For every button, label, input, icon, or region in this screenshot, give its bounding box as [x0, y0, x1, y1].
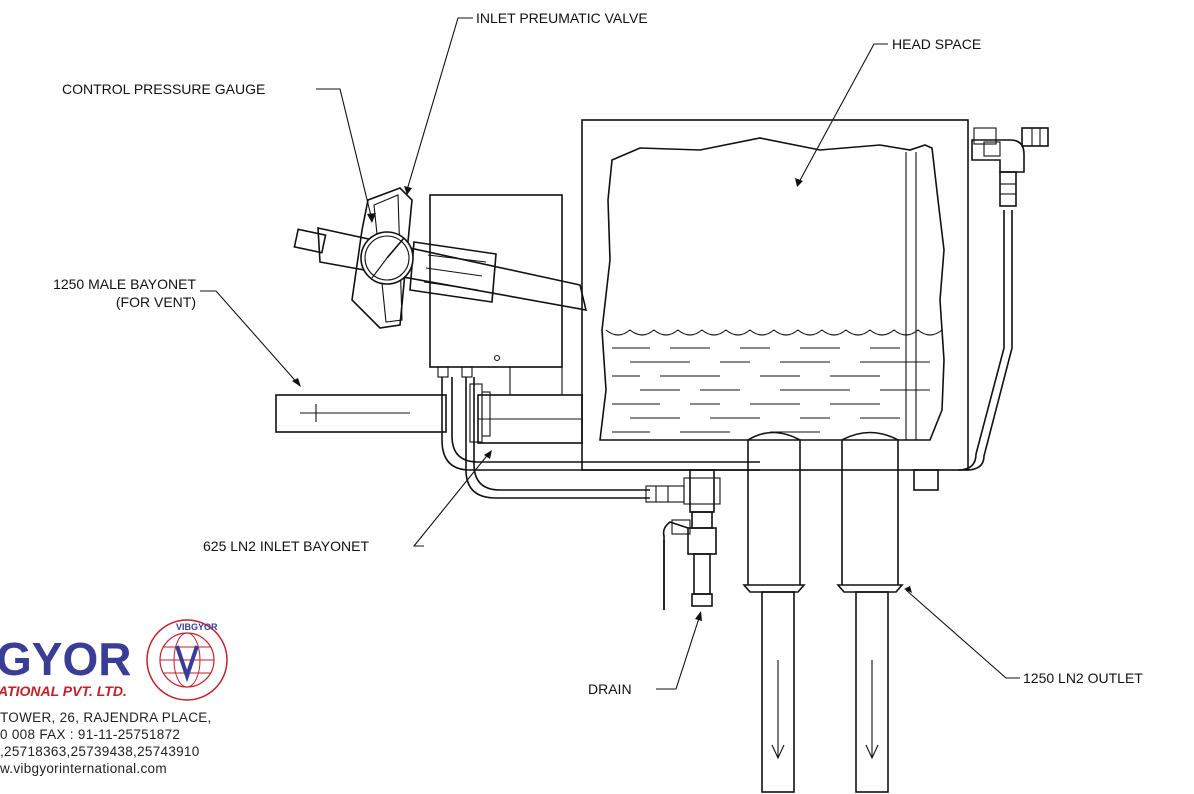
vent-bayonet — [275, 383, 583, 444]
inlet-piping — [441, 377, 760, 503]
vent-line — [913, 127, 1049, 491]
leader-lines — [200, 17, 1020, 690]
address-line-3: ,25718363,25739438,25743910 — [0, 744, 200, 759]
drain-valve — [662, 469, 721, 610]
logo-subtitle: ATIONAL PVT. LTD. — [0, 683, 127, 699]
logo-wordmark: GYOR — [0, 633, 131, 685]
control-box — [429, 194, 563, 396]
svg-text:VIBGYOR: VIBGYOR — [176, 622, 218, 632]
label-drain: DRAIN — [588, 681, 632, 697]
tank — [581, 119, 969, 471]
address-line-1: TOWER, 26, RAJENDRA PLACE, — [0, 710, 212, 725]
address-line-2: 0 008 FAX : 91-11-25751872 — [0, 727, 180, 742]
globe-seal-icon: VIBGYOR — [146, 619, 228, 701]
outlet-legs — [742, 431, 904, 793]
company-logo: GYOR ATIONAL PVT. LTD. VIBGYOR TOWER, 26… — [0, 619, 228, 776]
label-outlet: 1250 LN2 OUTLET — [1023, 670, 1143, 686]
website-line: w.vibgyorinternational.com — [0, 761, 167, 776]
label-inlet-bayonet: 625 LN2 INLET BAYONET — [203, 538, 369, 554]
pneumatic-valve — [293, 187, 588, 329]
label-male-bayonet-note: (FOR VENT) — [116, 294, 196, 310]
label-head-space: HEAD SPACE — [892, 36, 981, 52]
label-control-gauge: CONTROL PRESSURE GAUGE — [62, 81, 265, 97]
label-inlet-valve: INLET PREUMATIC VALVE — [476, 10, 648, 26]
label-male-bayonet: 1250 MALE BAYONET — [53, 276, 196, 292]
